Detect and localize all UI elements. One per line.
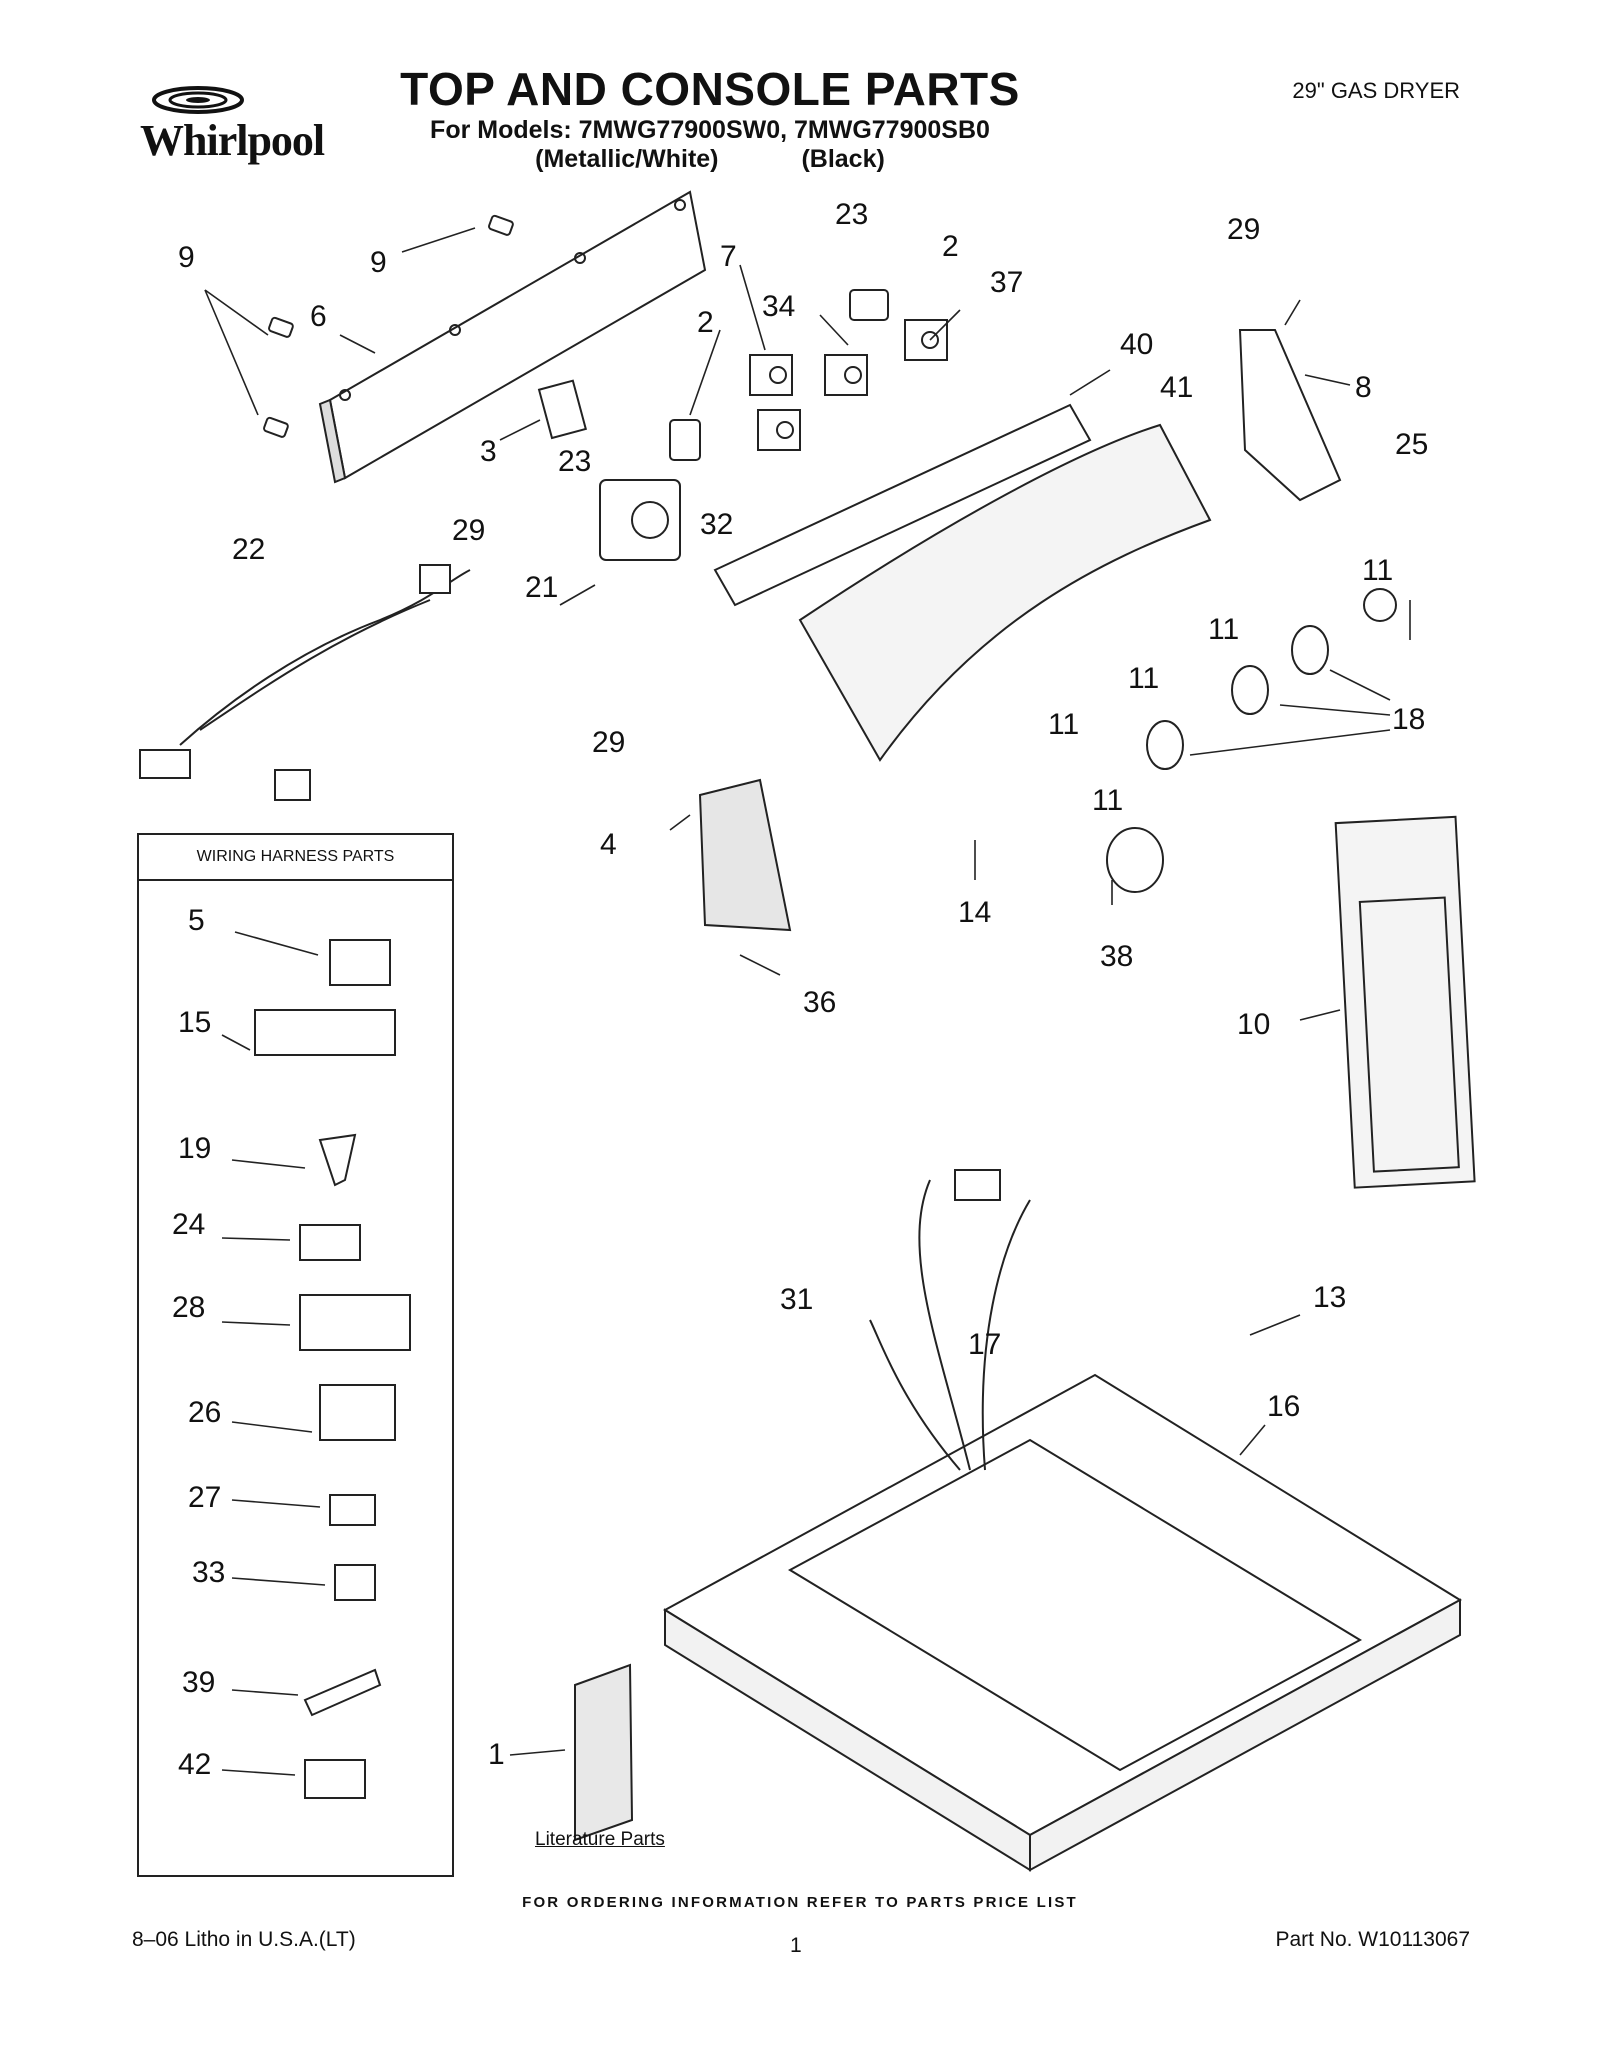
harness-parts (254, 939, 411, 1799)
callout-10: 10 (1237, 1008, 1271, 1041)
callout-19: 19 (178, 1132, 212, 1165)
connector-part-27 (329, 1494, 376, 1526)
callout-37: 37 (990, 266, 1024, 299)
connector-part-5 (329, 939, 391, 986)
callout-11: 11 (1208, 613, 1240, 646)
callout-38: 38 (1100, 940, 1134, 973)
callout-1: 1 (488, 1738, 505, 1771)
end-cap-part-4 (698, 778, 792, 932)
rear-panel-part-6 (328, 190, 707, 480)
callout-11: 11 (1048, 708, 1080, 741)
clip-part-19 (318, 1133, 357, 1187)
callout-29: 29 (592, 726, 626, 759)
page-number: 1 (790, 1934, 802, 1957)
callout-23: 23 (558, 445, 592, 478)
connector-part-15 (254, 1009, 396, 1056)
callout-5: 5 (188, 904, 205, 937)
control-panel-part-40 (713, 403, 1092, 607)
variant-black: (Black) (801, 145, 885, 173)
ordering-note: FOR ORDERING INFORMATION REFER TO PARTS … (522, 1894, 1078, 1911)
callout-8: 8 (1355, 371, 1372, 404)
callout-39: 39 (182, 1666, 216, 1699)
callout-36: 36 (803, 986, 837, 1019)
connector-part-33 (334, 1564, 376, 1601)
callout-3: 3 (480, 435, 497, 468)
callout-28: 28 (172, 1291, 206, 1324)
callout-41: 41 (1160, 371, 1194, 404)
console-part-41 (798, 423, 1212, 762)
callout-33: 33 (192, 1556, 226, 1589)
callout-27: 27 (188, 1481, 222, 1514)
product-type: 29" GAS DRYER (1292, 78, 1460, 103)
callout-2: 2 (942, 230, 959, 263)
callout-9: 9 (178, 241, 195, 274)
model-numbers: For Models: 7MWG77900SW0, 7MWG77900SB0 (430, 116, 990, 144)
model-variants: (Metallic/White) (Black) (300, 145, 1120, 174)
callout-42: 42 (178, 1748, 212, 1781)
brand-swirl-icon (152, 86, 244, 114)
connector-part-42 (304, 1759, 366, 1799)
callout-18: 18 (1392, 703, 1426, 736)
callout-22: 22 (232, 533, 266, 566)
callout-25: 25 (1395, 428, 1429, 461)
literature-parts-label: Literature Parts (535, 1829, 665, 1850)
callout-6: 6 (310, 300, 327, 333)
wiring-harness-panel (137, 833, 454, 1877)
litho-info: 8–06 Litho in U.S.A.(LT) (132, 1928, 356, 1951)
callout-4: 4 (600, 828, 617, 861)
callout-11: 11 (1092, 784, 1124, 817)
callout-21: 21 (525, 571, 559, 604)
variant-metallic-white: (Metallic/White) (535, 145, 719, 173)
callout-7: 7 (720, 240, 737, 273)
terminal-part-39 (303, 1668, 382, 1717)
callout-29: 29 (452, 514, 486, 547)
callout-13: 13 (1313, 1281, 1347, 1314)
brand-logo (128, 78, 378, 178)
screw-9-icon (263, 214, 514, 438)
part-number: Part No. W10113067 (1275, 1928, 1470, 1951)
callout-32: 32 (700, 508, 734, 541)
callout-23: 23 (835, 198, 869, 231)
connector-part-26 (319, 1384, 396, 1441)
callout-9: 9 (370, 246, 387, 279)
callout-29: 29 (1227, 213, 1261, 246)
callout-15: 15 (178, 1006, 212, 1039)
callout-24: 24 (172, 1208, 206, 1241)
callout-14: 14 (958, 896, 992, 929)
callout-26: 26 (188, 1396, 222, 1429)
brand-wordmark: Whirlpool (140, 116, 325, 165)
callout-40: 40 (1120, 328, 1154, 361)
timer-part-21 (599, 479, 681, 561)
callout-11: 11 (1128, 662, 1160, 695)
wiring-harness-panel-title: WIRING HARNESS PARTS (139, 835, 452, 881)
connector-part-28 (299, 1294, 411, 1351)
callout-2: 2 (697, 306, 714, 339)
callout-17: 17 (968, 1328, 1002, 1361)
connector-part-24 (299, 1224, 361, 1261)
callout-11: 11 (1362, 554, 1394, 587)
callout-31: 31 (780, 1283, 814, 1316)
callout-16: 16 (1267, 1390, 1301, 1423)
page-title: TOP AND CONSOLE PARTS (400, 63, 1020, 115)
callout-34: 34 (762, 290, 796, 323)
